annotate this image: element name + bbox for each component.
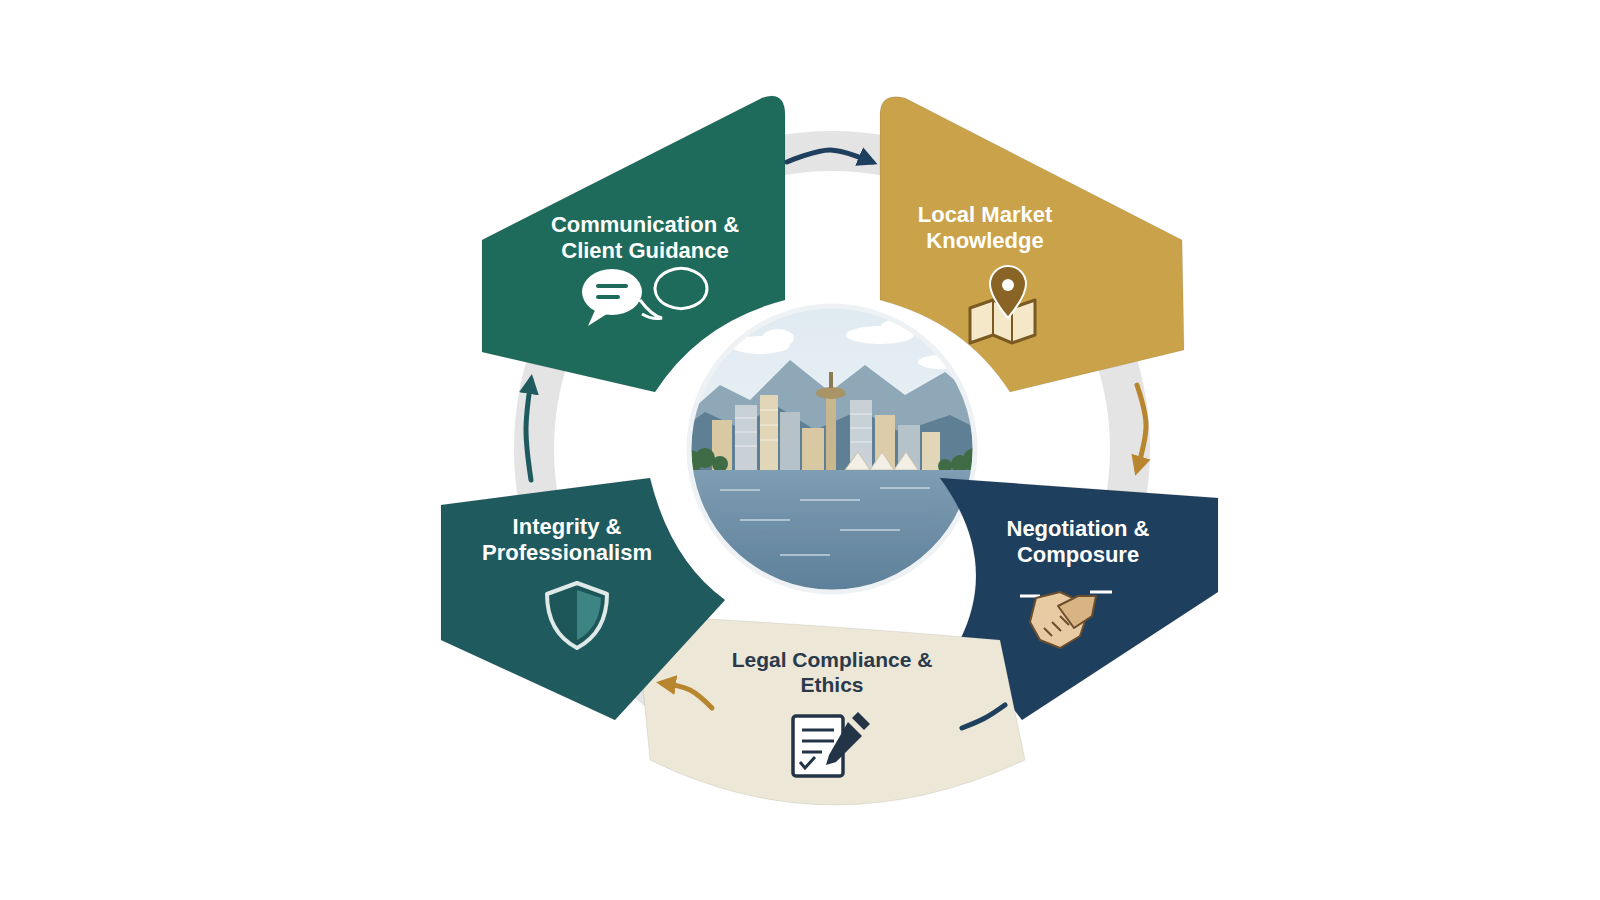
segment-label: Integrity & Professionalism — [467, 514, 667, 567]
segment-label: Communication & Client Guidance — [540, 212, 750, 265]
cycle-arrow — [787, 150, 872, 162]
shield-icon — [547, 583, 607, 648]
segment-fill — [441, 478, 725, 720]
speech-bubble-icon — [582, 269, 707, 327]
document-icon — [793, 712, 870, 776]
cycle-segment: Legal Compliance & Ethics — [632, 608, 1029, 808]
map-pin-icon — [970, 266, 1035, 343]
segment-fill — [636, 615, 1025, 805]
segment-fill — [482, 96, 785, 392]
cycle-arrow — [526, 380, 531, 480]
segment-label: Negotiation & Composure — [993, 516, 1163, 569]
segment-label: Legal Compliance & Ethics — [707, 647, 957, 697]
cycle-segment: Communication & Client Guidance — [478, 93, 790, 397]
city-illustration — [678, 300, 990, 600]
cycle-arrow — [662, 683, 712, 708]
segment-shape — [632, 608, 1029, 808]
cycle-arrow — [1137, 385, 1146, 470]
cycle-segment: Local Market Knowledge — [876, 93, 1188, 397]
handshake-icon — [1020, 592, 1112, 648]
cycle-arrow — [962, 705, 1005, 728]
segment-fill — [880, 97, 1184, 392]
segment-label: Local Market Knowledge — [890, 202, 1080, 255]
